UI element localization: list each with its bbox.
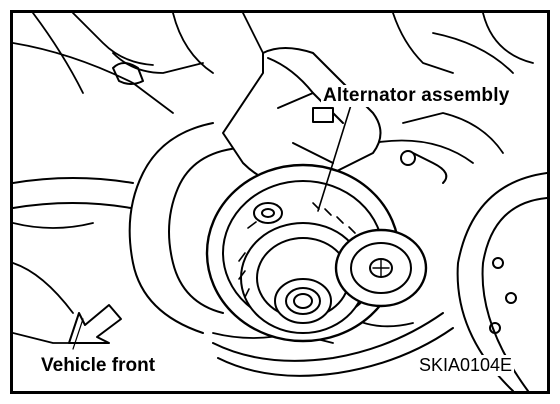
coolant-hose	[13, 62, 239, 334]
vehicle-front-arrow-icon	[68, 304, 122, 350]
alternator-callout-label: Alternator assembly	[321, 85, 512, 107]
drive-belt	[212, 312, 454, 377]
figure-frame: Alternator assembly Vehicle front SKIA01…	[10, 10, 550, 394]
vehicle-front-label: Vehicle front	[39, 355, 158, 377]
callout-leader-line	[317, 104, 352, 212]
idler-pulley	[334, 228, 428, 308]
crank-pulley	[400, 150, 547, 391]
figure-code: SKIA0104E	[417, 355, 515, 376]
engine-illustration	[13, 13, 547, 391]
upper-motor	[222, 47, 382, 187]
